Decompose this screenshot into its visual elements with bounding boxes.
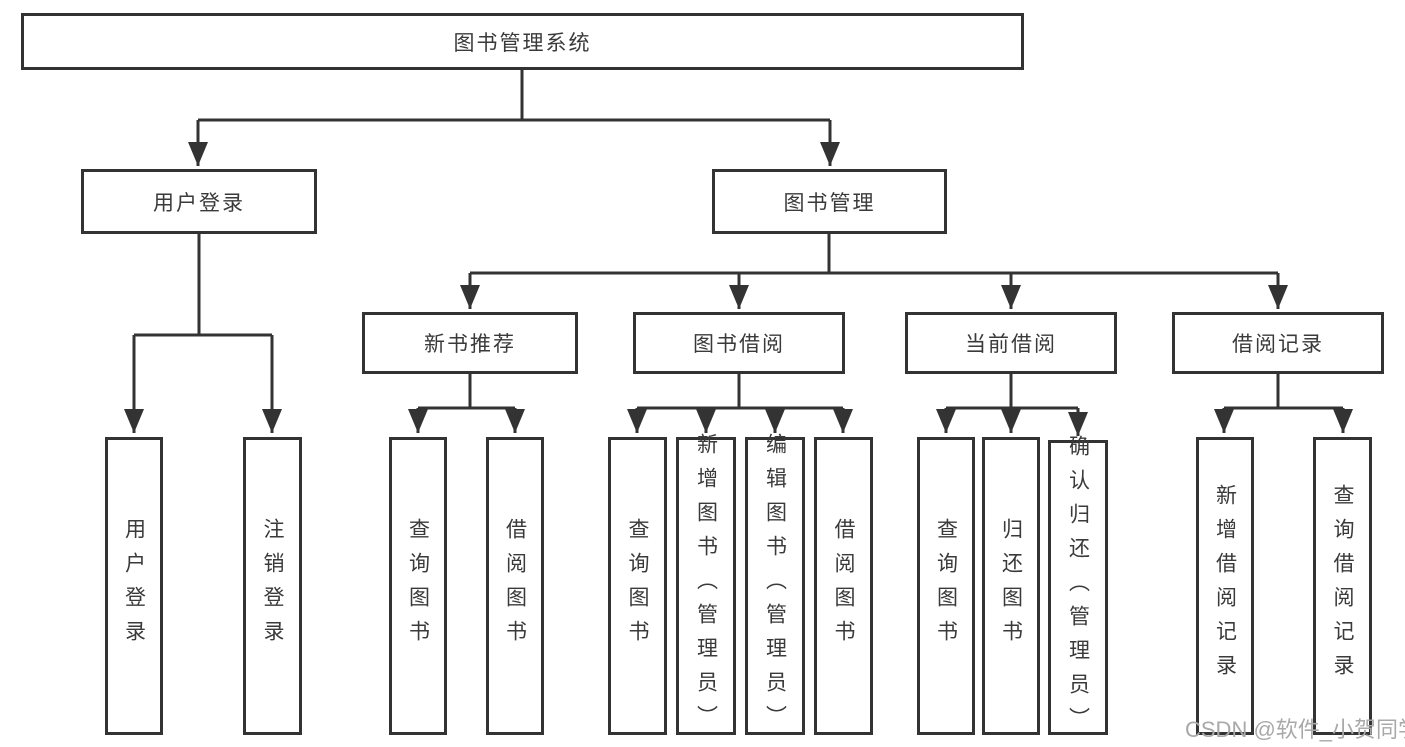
node-library-management-system: 图书管理系统 bbox=[21, 13, 1024, 70]
leaf-add-books-admin-label: 新增图书（管理员） bbox=[694, 433, 718, 739]
leaf-query-books-2-label: 查询图书 bbox=[626, 518, 649, 654]
leaf-confirm-return-admin-label: 确认归还（管理员） bbox=[1066, 434, 1090, 741]
leaf-query-books-1-label: 查询图书 bbox=[406, 518, 430, 654]
leaf-query-books-1: 查询图书 bbox=[389, 437, 447, 735]
leaf-user-login-label: 用户登录 bbox=[122, 518, 146, 654]
leaf-edit-books-admin-label: 编辑图书（管理员） bbox=[763, 433, 787, 739]
leaf-query-books-3: 查询图书 bbox=[917, 437, 975, 735]
leaf-query-borrow-record: 查询借阅记录 bbox=[1313, 437, 1372, 735]
leaf-add-books-admin: 新增图书（管理员） bbox=[676, 433, 736, 739]
leaf-user-login: 用户登录 bbox=[105, 437, 163, 735]
leaf-borrow-books-2-label: 借阅图书 bbox=[832, 518, 855, 654]
leaf-edit-books-admin: 编辑图书（管理员） bbox=[745, 433, 805, 739]
csdn-watermark: CSDN @软件_小贺同学 bbox=[1185, 717, 1405, 742]
leaf-logout: 注销登录 bbox=[243, 437, 302, 735]
leaf-return-books-label: 归还图书 bbox=[999, 518, 1023, 654]
node-new-book-recommendation: 新书推荐 bbox=[362, 312, 578, 374]
leaf-query-books-3-label: 查询图书 bbox=[934, 518, 958, 654]
node-book-management: 图书管理 bbox=[712, 169, 947, 234]
node-borrowing-records: 借阅记录 bbox=[1172, 312, 1384, 374]
node-user-login: 用户登录 bbox=[81, 169, 317, 234]
leaf-add-borrow-record: 新增借阅记录 bbox=[1196, 437, 1254, 735]
leaf-return-books: 归还图书 bbox=[982, 437, 1040, 735]
leaf-confirm-return-admin: 确认归还（管理员） bbox=[1048, 435, 1108, 741]
leaf-borrow-books-2: 借阅图书 bbox=[814, 437, 873, 735]
leaf-add-borrow-record-label: 新增借阅记录 bbox=[1213, 484, 1237, 688]
leaf-query-books-2: 查询图书 bbox=[608, 437, 667, 735]
leaf-logout-label: 注销登录 bbox=[261, 518, 284, 654]
leaf-borrow-books-1-label: 借阅图书 bbox=[503, 518, 527, 654]
node-book-borrowing: 图书借阅 bbox=[633, 312, 845, 374]
leaf-query-borrow-record-label: 查询借阅记录 bbox=[1331, 484, 1354, 688]
node-current-borrowing: 当前借阅 bbox=[905, 312, 1117, 374]
leaf-borrow-books-1: 借阅图书 bbox=[486, 437, 544, 735]
